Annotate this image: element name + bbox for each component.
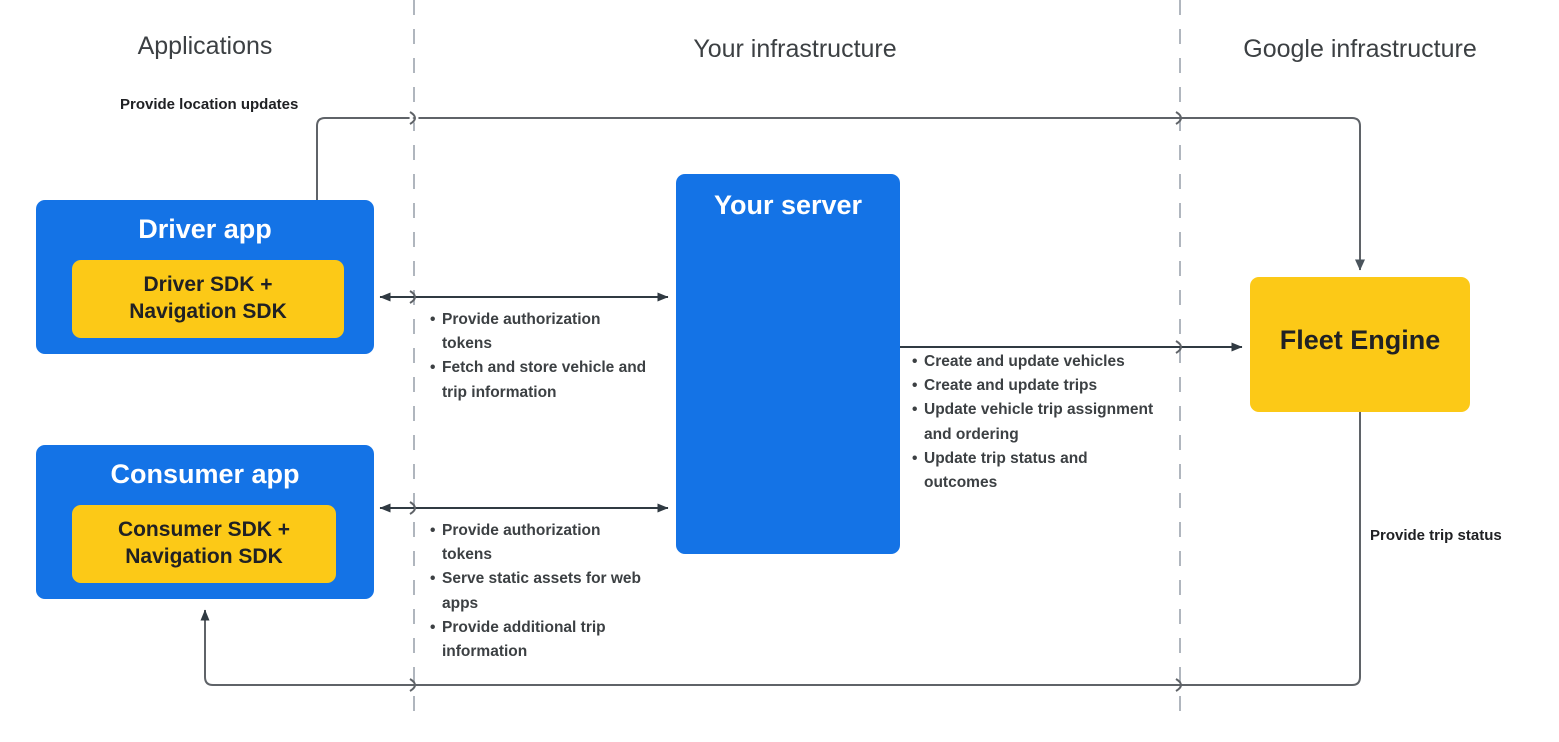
bullets-server-to-fleet-engine: Create and update vehicles Create and up… — [912, 350, 1162, 495]
bullet-item: Update trip status and outcomes — [912, 447, 1162, 495]
bullets-driver-to-server: Provide authorization tokens Fetch and s… — [430, 308, 652, 405]
bullets-consumer-to-server: Provide authorization tokens Serve stati… — [430, 519, 642, 664]
bullet-item: Create and update trips — [912, 374, 1162, 398]
edge-label-trip-status: Provide trip status — [1370, 527, 1502, 544]
node-consumer-app[interactable]: Consumer app Consumer SDK + Navigation S… — [36, 445, 374, 599]
node-driver-sdk-label: Driver SDK + Navigation SDK — [129, 273, 287, 323]
bullet-item: Serve static assets for web apps — [430, 567, 642, 615]
node-consumer-app-title: Consumer app — [110, 459, 300, 489]
edge-label-location-updates: Provide location updates — [120, 96, 299, 113]
zone-title-your-infrastructure: Your infrastructure — [693, 35, 897, 63]
node-fleet-engine-title: Fleet Engine — [1279, 325, 1441, 355]
node-consumer-sdk[interactable]: Consumer SDK + Navigation SDK — [72, 505, 336, 583]
zone-title-google-infrastructure: Google infrastructure — [1243, 35, 1477, 63]
zone-title-applications: Applications — [137, 32, 273, 60]
bullet-item: Provide additional trip information — [430, 616, 642, 664]
edge-consumer-server — [379, 501, 669, 515]
bullet-item: Fetch and store vehicle and trip informa… — [430, 356, 652, 404]
edge-driver-server — [379, 290, 669, 304]
bullet-item: Provide authorization tokens — [430, 519, 642, 567]
node-driver-sdk[interactable]: Driver SDK + Navigation SDK — [72, 260, 344, 338]
node-your-server[interactable]: Your server — [676, 174, 900, 554]
node-driver-app[interactable]: Driver app Driver SDK + Navigation SDK — [36, 200, 374, 354]
bullet-item: Provide authorization tokens — [430, 308, 652, 356]
node-your-server-title: Your server — [713, 190, 863, 220]
node-driver-app-title: Driver app — [138, 214, 272, 244]
bullet-item: Update vehicle trip assignment and order… — [912, 398, 1162, 446]
node-fleet-engine[interactable]: Fleet Engine — [1250, 277, 1470, 412]
bullet-item: Create and update vehicles — [912, 350, 1162, 374]
node-consumer-sdk-label: Consumer SDK + Navigation SDK — [117, 518, 291, 568]
